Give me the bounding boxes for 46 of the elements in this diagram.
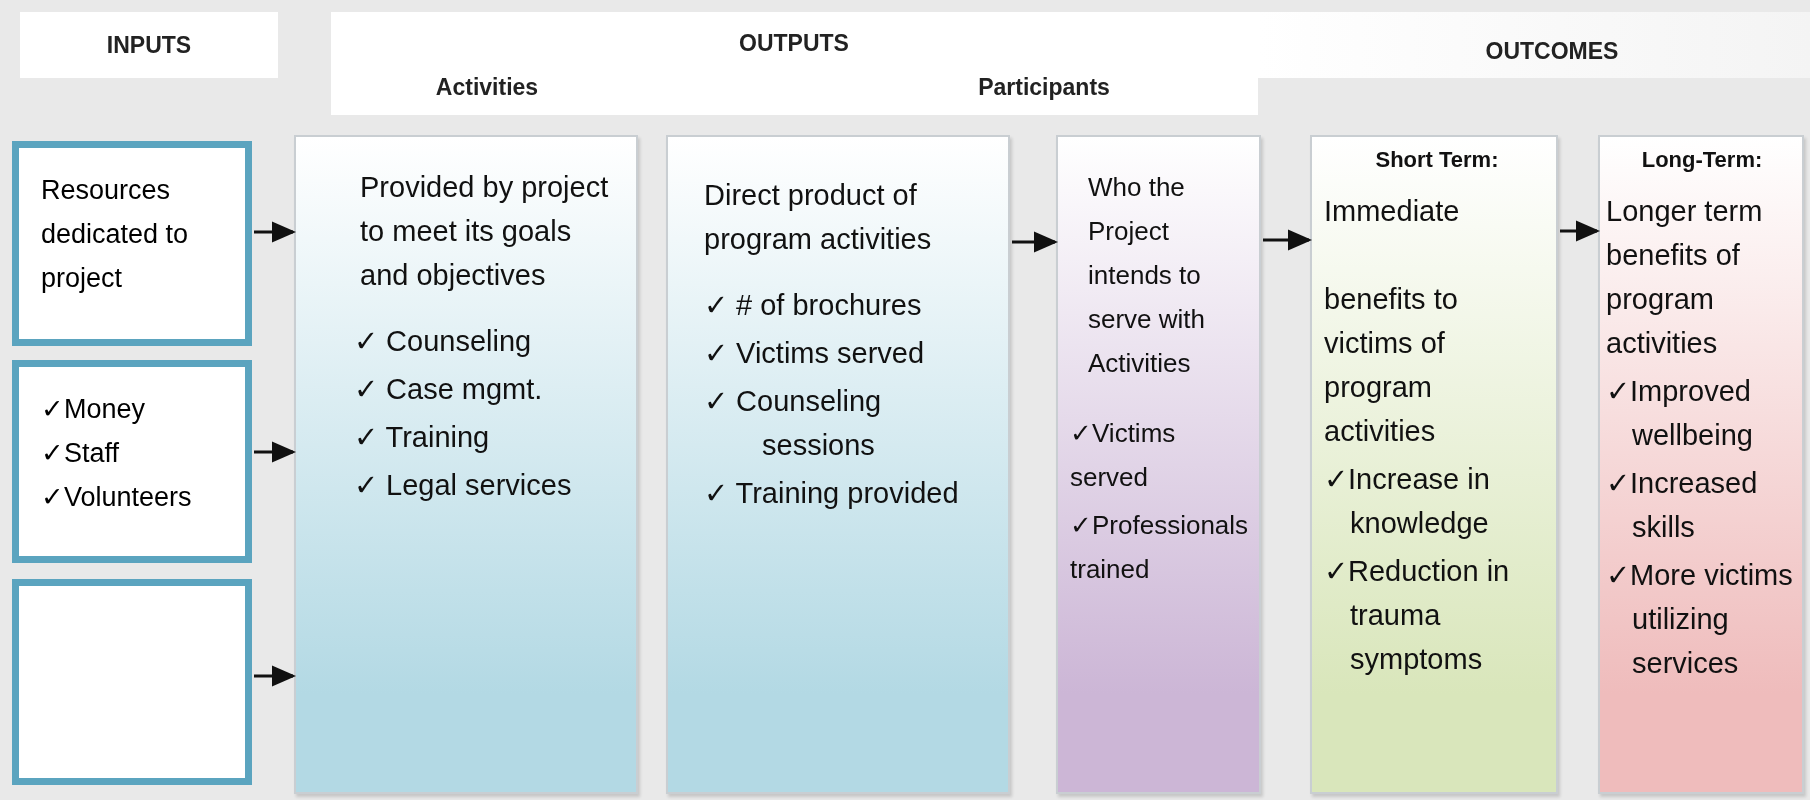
checklist-item: ✓Increased skills [1606, 466, 1759, 545]
checklist-item: ✓ # of brochures [704, 288, 923, 323]
column-heading: Short Term: [1374, 146, 1500, 174]
description-text: Resources dedicated to project [41, 174, 190, 295]
checklist-item: ✓ Victims served [704, 336, 926, 371]
description-text: Longer term benefits of program activities [1606, 194, 1764, 361]
arrow [254, 665, 296, 687]
subheading: Activities [435, 74, 539, 101]
checklist-item: ✓Improved wellbeing [1606, 374, 1754, 453]
participants-column [1056, 135, 1261, 794]
input-box [12, 141, 252, 346]
list-item: ✓Volunteers [41, 481, 193, 514]
arrow [1560, 220, 1600, 242]
checklist-item: ✓Reduction in trauma symptoms [1324, 554, 1511, 677]
subheading: Participants [978, 74, 1110, 101]
input-box [12, 579, 252, 785]
description-text: Immediate [1324, 194, 1461, 229]
section-heading: OUTPUTS [739, 30, 849, 57]
section-heading: OUTCOMES [1485, 38, 1619, 65]
arrow [254, 221, 296, 243]
checklist-item: ✓Victims served [1070, 417, 1177, 494]
description-text: Who the Project intends to serve with Activities [1088, 171, 1207, 380]
outputs-column [666, 135, 1010, 794]
checklist-item: ✓ Counseling [354, 324, 533, 359]
list-item: ✓Staff [41, 437, 121, 470]
checklist-item: ✓Increase in knowledge [1324, 462, 1491, 541]
short-term-column [1310, 135, 1558, 794]
arrow [254, 441, 296, 463]
column-heading: Long-Term: [1640, 146, 1764, 174]
checklist-item: ✓More victims utilizing services [1606, 558, 1794, 681]
checklist-item: ✓ Training [354, 420, 491, 455]
section-heading: INPUTS [106, 32, 192, 59]
description-text: benefits to victims of program activities [1324, 282, 1459, 449]
description-text: Direct product of program activities [704, 178, 933, 257]
arrow [1263, 229, 1312, 251]
checklist-item: ✓ Case mgmt. [354, 372, 544, 407]
checklist-item: ✓Professionals trained [1070, 509, 1250, 586]
activities-column [294, 135, 638, 794]
long-term-column [1598, 135, 1804, 794]
arrow [1012, 231, 1058, 253]
list-item: ✓Money [41, 393, 147, 426]
description-text: Provided by project to meet its goals and objectives [360, 170, 610, 293]
checklist-item: ✓ Legal services [354, 468, 573, 503]
checklist-item: ✓ Training provided [704, 476, 960, 511]
input-box [12, 360, 252, 563]
checklist-item: ✓ Counseling sessions [704, 384, 883, 463]
